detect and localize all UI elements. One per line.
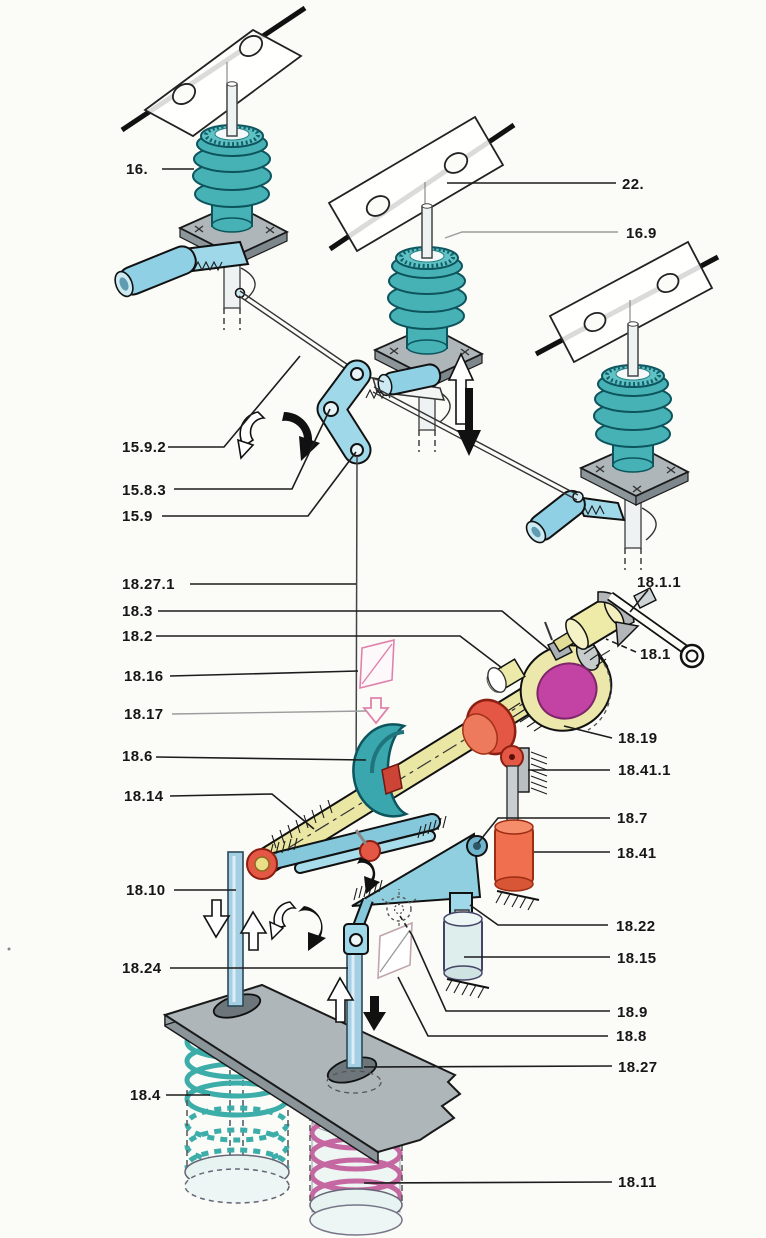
callout-18-6: 18.6 <box>122 748 153 765</box>
callout-18-8: 18.8 <box>616 1028 647 1045</box>
base-plate <box>162 983 462 1165</box>
callout-18-9: 18.9 <box>617 1004 648 1021</box>
down-solid-arrow-icon <box>363 996 386 1031</box>
c-cam <box>352 723 410 818</box>
callout-18-16: 18.16 <box>124 668 164 685</box>
aux-contact-symbol-pink <box>359 638 395 690</box>
up-outline-arrow2-icon <box>326 976 355 1023</box>
leader-15-9-2 <box>168 355 301 448</box>
cam-disc-assembly <box>519 621 613 732</box>
callout-15-9: 15.9 <box>122 508 153 525</box>
leader-18-9 <box>411 934 610 1012</box>
leader-18-11 <box>363 1181 613 1184</box>
callout-18-10: 18.10 <box>126 882 166 899</box>
callout-18-3: 18.3 <box>122 603 153 620</box>
linkage-rod-1 <box>238 290 355 375</box>
leader-16-9 <box>444 231 618 239</box>
rotate-cw-solid-arrow-icon <box>282 411 320 461</box>
callout-18-15: 18.15 <box>617 950 657 967</box>
callout-18-27: 18.27 <box>618 1059 658 1076</box>
callout-18-1: 18.1 <box>640 646 671 663</box>
down-outline-arrow-icon <box>202 899 231 939</box>
leader-18-6 <box>155 756 367 761</box>
earth-symbol-1 <box>495 890 540 911</box>
leader-18-3 <box>158 610 550 651</box>
callout-18-11: 18.11 <box>618 1174 657 1191</box>
crank-arm-2 <box>365 363 446 401</box>
leader-lines <box>155 168 649 1184</box>
callout-18-41: 18.41 <box>617 845 657 862</box>
crank-arm-3 <box>525 489 626 544</box>
rotate-ccw-outline-arrow-icon <box>236 411 266 460</box>
leader-18-7 <box>477 817 610 844</box>
callout-18-2: 18.2 <box>122 628 153 645</box>
callout-18-7: 18.7 <box>617 810 648 827</box>
callout-18-19: 18.19 <box>618 730 658 747</box>
insulator-pole-3 <box>579 319 690 572</box>
earth-symbol-2 <box>445 978 490 999</box>
pole-assembly <box>114 5 720 807</box>
leader-18-9-tail <box>399 915 413 936</box>
callout-18-41-1: 18.41.1 <box>618 762 671 779</box>
latch-wheel-dashed <box>381 889 417 929</box>
leader-18-27 <box>363 1065 613 1068</box>
operating-mechanism <box>202 587 705 1031</box>
callout-16: 16. <box>126 161 148 178</box>
interlock-column <box>494 745 548 911</box>
shaft-end-cylinder <box>552 587 705 669</box>
callout-labels: 16. 22. 16.9 15.9.2 15.8.3 15.9 18.27.1 … <box>122 161 681 1191</box>
opening-spring <box>184 1023 290 1204</box>
crank-pin <box>359 840 381 862</box>
leader-18-14 <box>169 793 315 830</box>
leader-18-2 <box>156 635 503 669</box>
callout-18-4: 18.4 <box>130 1087 161 1104</box>
leader-18-17 <box>171 710 367 715</box>
callout-18-1-1: 18.1.1 <box>637 574 681 591</box>
hand-lever <box>607 591 705 669</box>
spring-base-section <box>162 851 462 1236</box>
callout-15-9-2: 15.9.2 <box>122 439 166 456</box>
damper <box>443 892 490 999</box>
leader-18-22 <box>469 904 608 926</box>
leader-18-16 <box>169 670 359 677</box>
up-down-arrow-icon <box>447 352 481 456</box>
callout-18-24: 18.24 <box>122 960 162 977</box>
rotate-solid-arrow2-icon <box>298 906 326 951</box>
rod-clevis <box>343 923 369 955</box>
contact-blade-3 <box>534 240 720 364</box>
callout-22: 22. <box>622 176 644 193</box>
pink-down-arrow-icon <box>362 697 390 725</box>
small-rotate-solid-arrow-icon <box>357 858 380 894</box>
linkage-arms <box>246 813 488 955</box>
up-outline-arrow-icon <box>239 910 268 951</box>
contact-blade-2 <box>327 115 516 253</box>
callout-15-8-3: 15.8.3 <box>122 482 166 499</box>
aux-contact-symbol-white <box>377 921 413 980</box>
leader-18-1-1 <box>629 589 649 613</box>
leader-15-8-3 <box>174 408 331 490</box>
callout-18-27-1: 18.27.1 <box>122 576 175 593</box>
crank-arm-1 <box>114 240 250 299</box>
rotate-outline-arrow2-icon <box>269 901 297 941</box>
vertical-drive-link <box>355 455 358 807</box>
contact-blade-1 <box>120 5 307 138</box>
leader-18-19 <box>563 725 613 739</box>
leader-18-8 <box>397 976 608 1037</box>
callout-18-17: 18.17 <box>124 706 164 723</box>
callout-18-14: 18.14 <box>124 788 164 805</box>
leader-15-9 <box>162 451 357 517</box>
orange-cylinder <box>494 819 534 892</box>
leader-18-1 <box>605 638 637 653</box>
bell-crank-lever <box>316 359 372 465</box>
latch-pin <box>633 587 657 609</box>
callout-16-9: 16.9 <box>626 225 657 242</box>
callout-18-22: 18.22 <box>616 918 656 935</box>
scan-speck <box>7 947 11 951</box>
